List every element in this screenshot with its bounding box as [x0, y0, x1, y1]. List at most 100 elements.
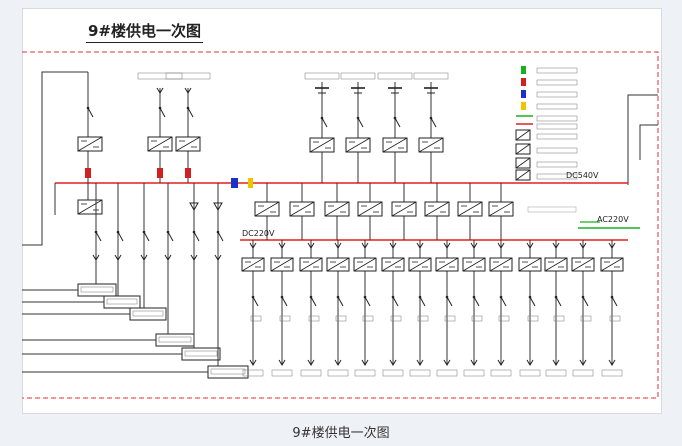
legend-swatch-green [521, 66, 526, 74]
breaker-blade [167, 231, 174, 242]
output-load-label-block [271, 369, 293, 377]
battery-breaker [356, 116, 364, 128]
output-end-arrow [361, 359, 369, 366]
converter-diagonal [544, 257, 568, 272]
converter-diagonal [435, 257, 459, 272]
output-breaker-label-block [580, 315, 592, 322]
breaker-blade [321, 117, 328, 128]
output-end-arrow [307, 359, 315, 366]
output-end-arrow [497, 359, 505, 366]
battery-label-block [413, 72, 449, 80]
legend-text-block [536, 161, 578, 168]
breaker-blade [357, 117, 364, 128]
converter-diagonal [254, 201, 280, 217]
output-breaker [499, 295, 507, 307]
breaker-blade [392, 296, 399, 307]
output-converter [241, 257, 265, 272]
output-converter [326, 257, 350, 272]
output-end-arrow [389, 359, 397, 366]
output-end-arrow [526, 359, 534, 366]
output-end-arrow [552, 359, 560, 366]
converter-diagonal [309, 137, 335, 153]
ac-panel-label-block [137, 72, 183, 80]
output-converter [518, 257, 542, 272]
converter-diagonal [357, 201, 383, 217]
breaker-blade [310, 296, 317, 307]
output-converter [353, 257, 377, 272]
breaker-blade [473, 296, 480, 307]
legend-text-block [536, 79, 578, 86]
converter-diagonal [418, 137, 444, 153]
output-breaker-label-block [553, 315, 565, 322]
converter-diagonal [457, 201, 483, 217]
output-feeder-arrow [526, 242, 534, 249]
output-converter [571, 257, 595, 272]
converter-diagonal [289, 201, 315, 217]
breaker-blade [187, 107, 194, 118]
left-branch-converter [77, 199, 103, 215]
diagram-elements [22, 67, 624, 379]
output-end-arrow [608, 359, 616, 366]
distribution-box [129, 307, 167, 321]
legend-text-block [536, 103, 578, 110]
output-load-label-block [409, 369, 431, 377]
legend-swatch-red [521, 78, 526, 86]
bus-marker-yellow [248, 178, 253, 188]
ac-panel-converter [175, 136, 201, 152]
converter-diagonal [299, 257, 323, 272]
output-breaker-label-block [444, 315, 456, 322]
converter-diagonal [382, 137, 408, 153]
breaker-blade [95, 231, 102, 242]
battery-dcdc-converter [418, 137, 444, 153]
output-load-label-block [490, 369, 512, 377]
boundary-dashed-line [22, 51, 659, 399]
diode-symbol [213, 202, 223, 212]
breaker-blade [337, 296, 344, 307]
battery-label-block [304, 72, 340, 80]
breaker-blade [87, 107, 94, 118]
output-load-label-block [519, 369, 541, 377]
ac220-bus-label: AC220V [597, 215, 629, 224]
output-breaker-label-block [308, 315, 320, 322]
output-feeder-arrow [389, 242, 397, 249]
output-breaker [528, 295, 536, 307]
distribution-box [207, 365, 249, 379]
output-converter [435, 257, 459, 272]
output-load-label-block [242, 369, 264, 377]
distribution-box-label-block [106, 298, 138, 305]
output-load-label-block [382, 369, 404, 377]
output-breaker [280, 295, 288, 307]
legend-text-block [536, 123, 578, 130]
breaker-blade [117, 231, 124, 242]
left-branch-breaker [94, 230, 102, 242]
ac-panel-converter [147, 136, 173, 152]
output-load-label-block [463, 369, 485, 377]
converter-diagonal [326, 257, 350, 272]
distribution-box [77, 283, 117, 297]
battery-dcdc-converter [382, 137, 408, 153]
legend-text-block [536, 91, 578, 98]
output-breaker-label-block [498, 315, 510, 322]
legend-text-block [536, 133, 578, 140]
output-breaker [472, 295, 480, 307]
figure-caption: 9#楼供电一次图 [292, 426, 390, 441]
dc540-to-dc220-converter [254, 201, 280, 217]
output-load-label-block [601, 369, 623, 377]
distribution-box-label-block [158, 336, 192, 343]
output-breaker [336, 295, 344, 307]
converter-diagonal [77, 199, 103, 215]
legend-text-block [536, 67, 578, 74]
output-converter [600, 257, 624, 272]
bus-marker-blue [231, 178, 238, 188]
output-breaker [251, 295, 259, 307]
output-breaker [445, 295, 453, 307]
output-breaker-label-block [471, 315, 483, 322]
output-breaker [363, 295, 371, 307]
converter-diagonal [381, 257, 405, 272]
output-breaker-label-block [609, 315, 621, 322]
left-branch-breaker [166, 230, 174, 242]
output-feeder-arrow [443, 242, 451, 249]
battery-dcdc-converter [345, 137, 371, 153]
dc540-to-dc220-converter [289, 201, 315, 217]
left-branch-breaker [142, 230, 150, 242]
